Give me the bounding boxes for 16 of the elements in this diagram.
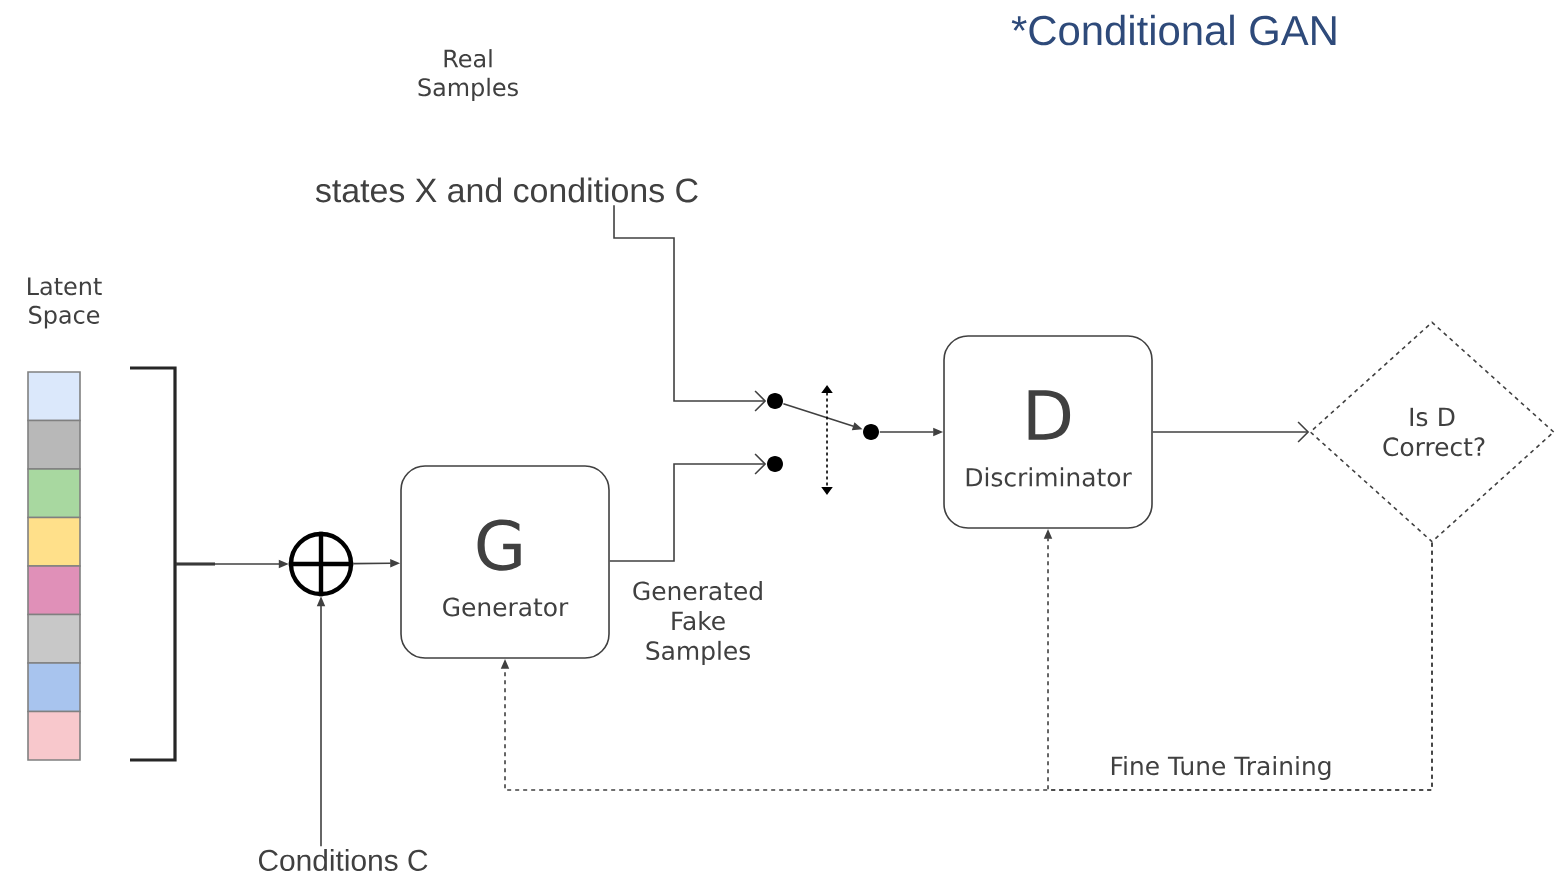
arrow	[1152, 421, 1310, 443]
label: Real Samples	[418, 49, 518, 101]
flow-label: states X and conditions C	[315, 177, 698, 203]
sum-symbol	[286, 529, 356, 599]
switch-dot	[767, 456, 783, 472]
heading: Latent Space	[28, 277, 102, 329]
arrow	[613, 204, 767, 412]
process-box: G Generator	[400, 465, 610, 659]
edge-label: Fine Tune Training	[1107, 753, 1335, 783]
node-label: Generated Fake Samples	[633, 581, 762, 665]
process-box: D Discriminator	[943, 335, 1153, 529]
switch-dot	[767, 393, 783, 409]
arrow	[609, 453, 767, 562]
flow-label: Conditions C	[259, 849, 428, 871]
switch-dot	[863, 424, 879, 440]
title: *Conditional GAN	[1011, 14, 1336, 46]
